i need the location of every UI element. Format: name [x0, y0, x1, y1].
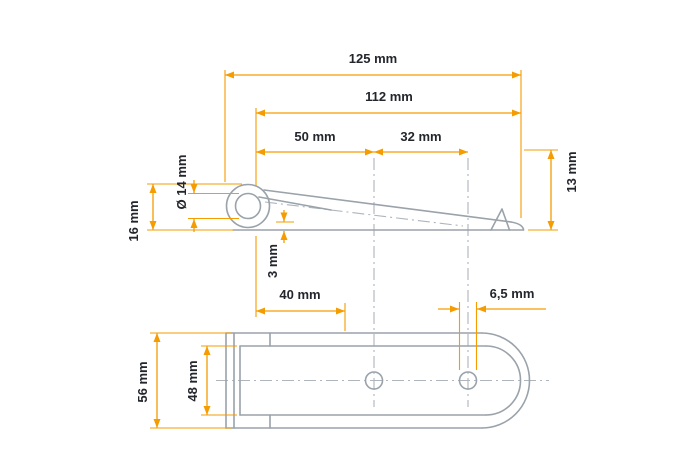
mount-hole-left	[364, 371, 384, 390]
eye-outer-circle	[225, 183, 271, 229]
eye-hole-circle	[234, 192, 262, 220]
dim-label-left-height: 16 mm	[126, 200, 141, 241]
mount-hole-right	[458, 371, 478, 390]
dim-label-plate-thickness: 3 mm	[265, 244, 280, 278]
dim-label-hole-diameter: 6,5 mm	[490, 286, 535, 301]
end-tab-triangle	[490, 208, 511, 231]
dim-label-slot-length: 40 mm	[279, 287, 320, 302]
plan-outer-right-arc	[481, 332, 531, 429]
center-lines	[216, 158, 549, 407]
dim-label-overall-length: 125 mm	[349, 51, 397, 66]
dim-label-eye-diameter: Ø 14 mm	[174, 155, 189, 210]
dim-label-hole-offset: 50 mm	[294, 129, 335, 144]
dim-label-outer-width: 56 mm	[135, 361, 150, 402]
extension-lines	[147, 70, 558, 429]
dim-label-inner-width: 48 mm	[185, 360, 200, 401]
dim-label-end-height: 13 mm	[564, 151, 579, 192]
center-line-plate-taper	[264, 201, 464, 227]
side-view	[225, 183, 525, 231]
plate-top-taper-edge	[263, 189, 512, 223]
plate-fold-edge	[258, 196, 332, 211]
plate-right-end-curve	[510, 221, 525, 231]
dimension-labels: 125 mm 112 mm 50 mm 32 mm 13 mm Ø 14 mm …	[126, 51, 579, 403]
dim-label-body-length: 112 mm	[365, 89, 413, 104]
dim-label-hole-spacing: 32 mm	[400, 129, 441, 144]
plan-inner-right-arc	[485, 345, 522, 416]
dimension-lines	[149, 71, 555, 428]
plan-view	[225, 332, 531, 429]
